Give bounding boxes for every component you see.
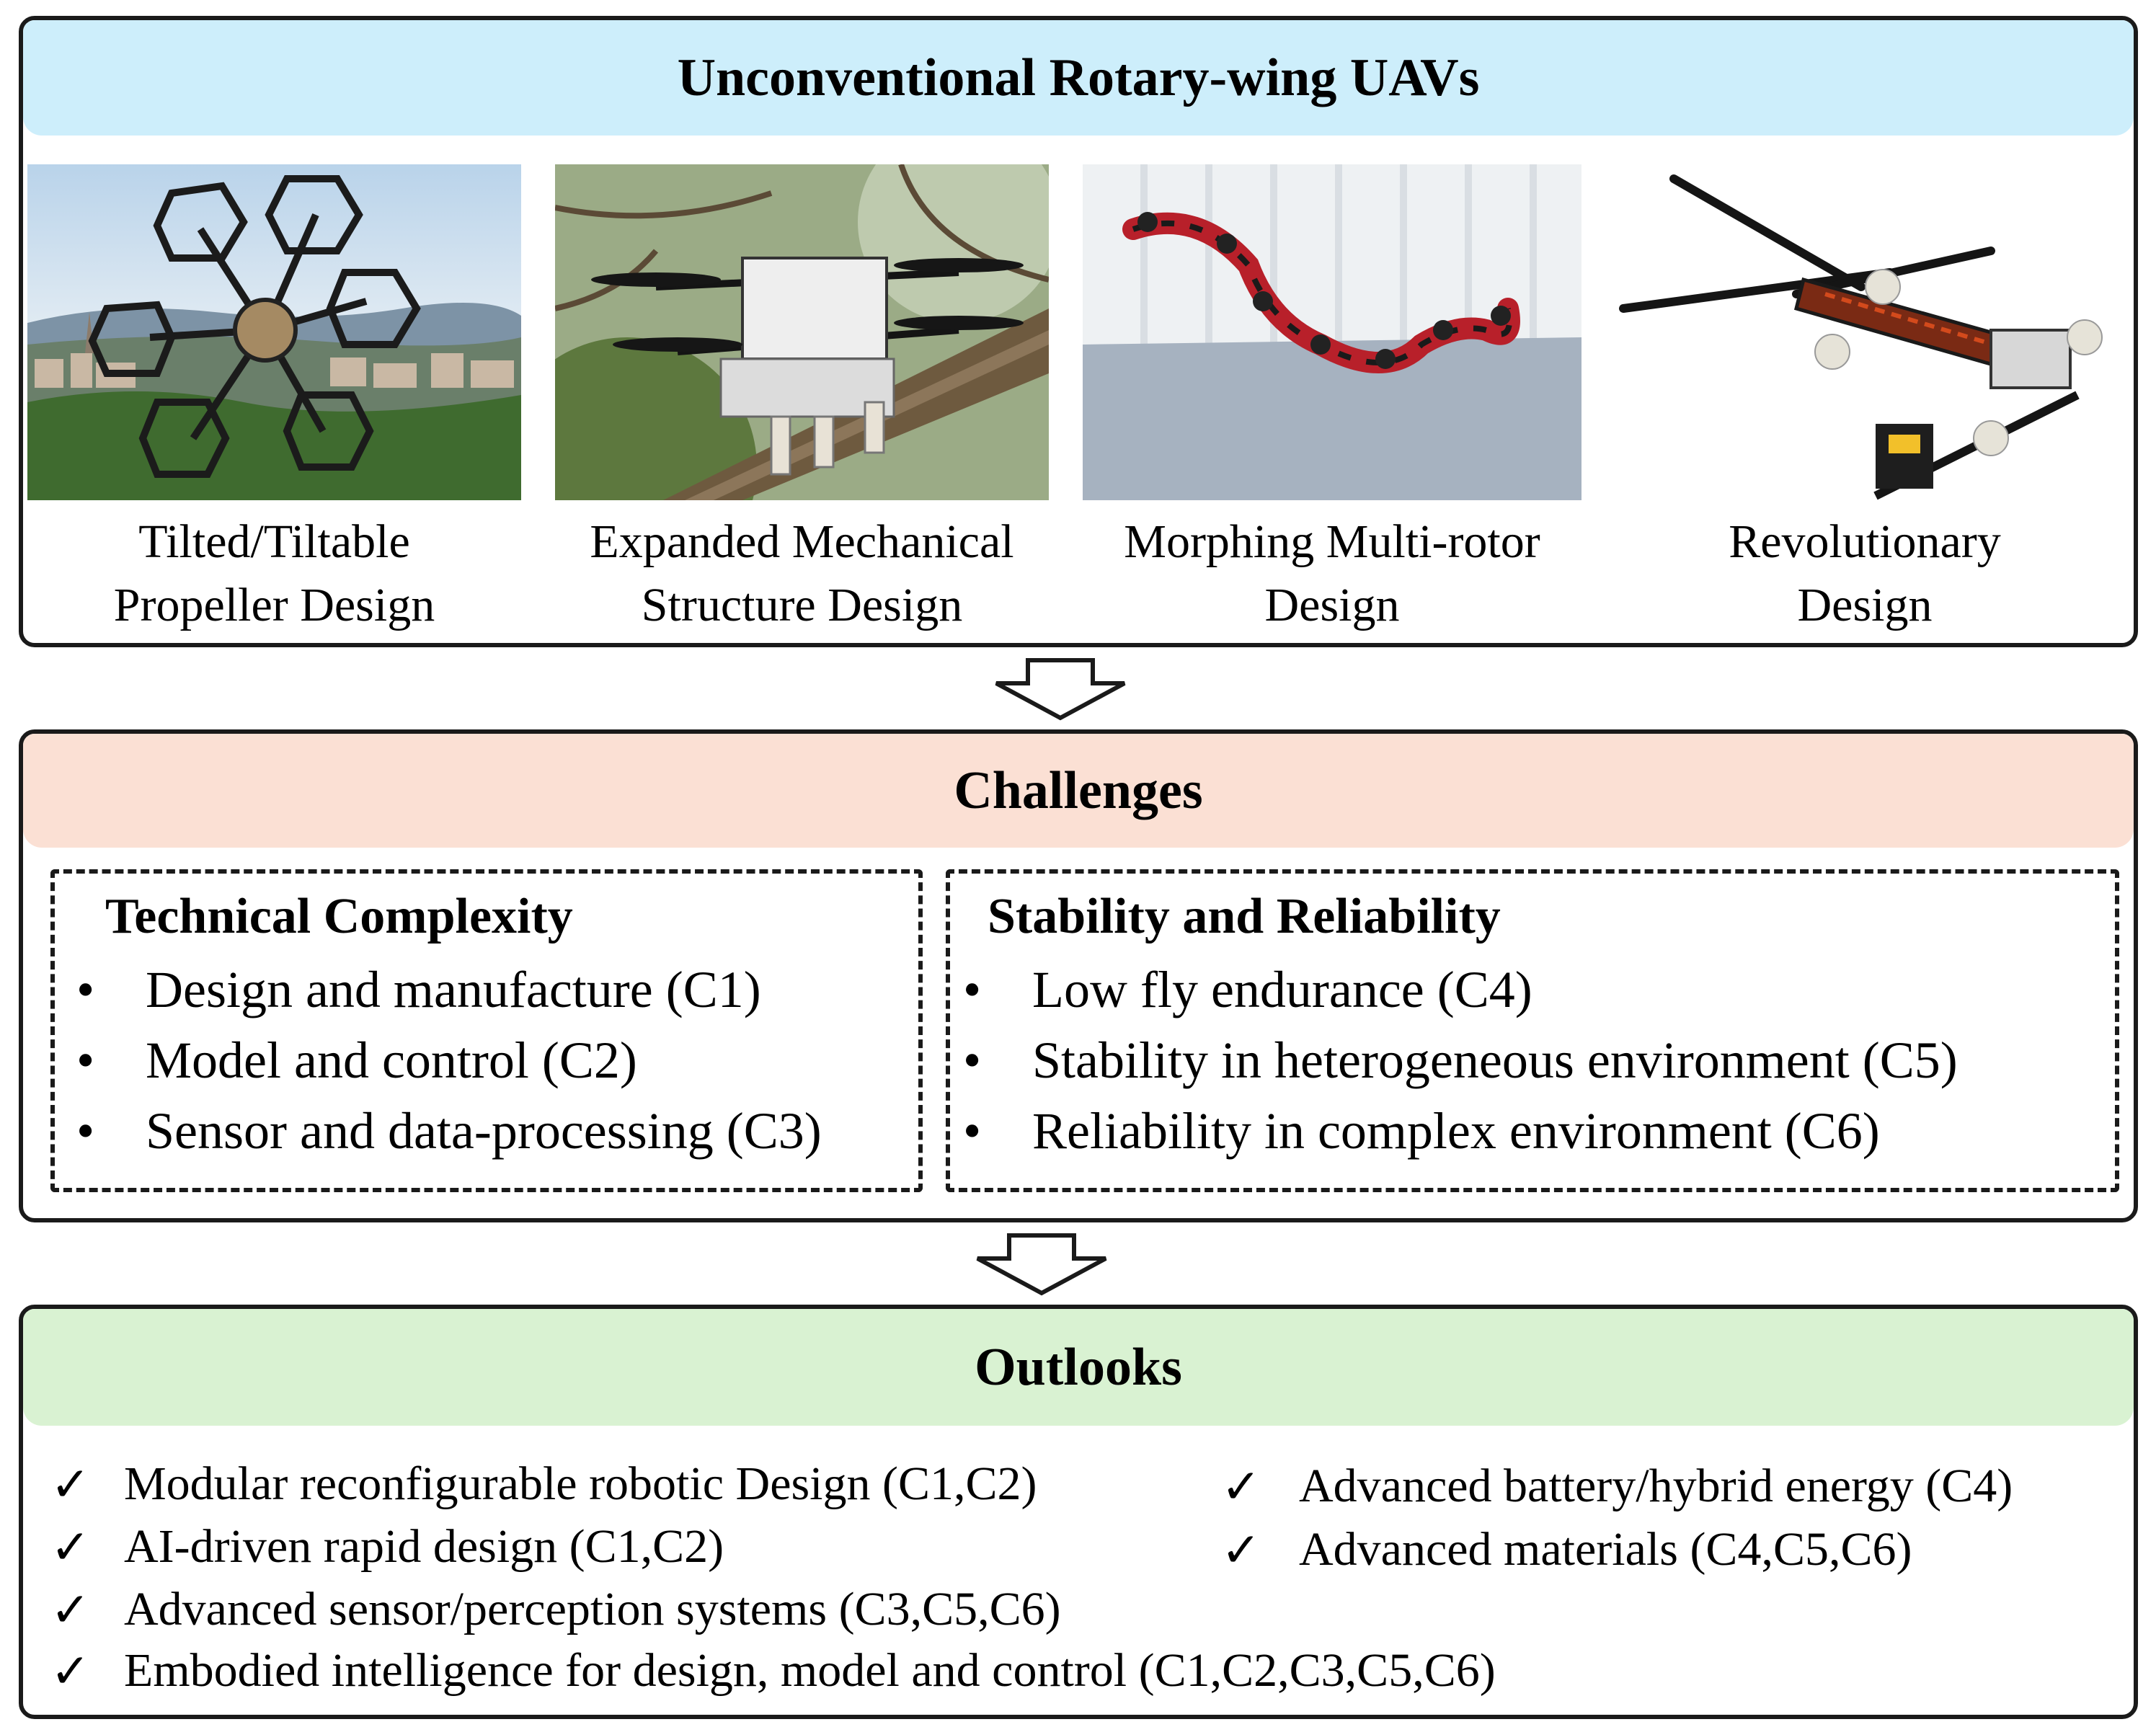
- list-item-text: Stability in heterogeneous environment (…: [1032, 1031, 1958, 1089]
- list-item-text: Embodied intelligence for design, model …: [124, 1644, 1496, 1697]
- list-item-text: Modular reconfigurable robotic Design (C…: [124, 1457, 1037, 1510]
- list-item-text: Advanced battery/hybrid energy (C4): [1299, 1460, 2013, 1512]
- list-item-text: Sensor and data-processing (C3): [146, 1102, 822, 1160]
- down-arrow-icon: [976, 1233, 1107, 1296]
- caption-line-2: Structure Design: [641, 579, 963, 631]
- uav-designs-title: Unconventional Rotary-wing UAVs: [23, 20, 2134, 136]
- revolutionary-design-photo: [1616, 164, 2113, 500]
- tilted-propeller-drone-photo: [27, 164, 521, 500]
- bullet-icon: •: [76, 1031, 95, 1089]
- bullet-icon: •: [76, 1102, 95, 1160]
- checkmark-icon: ✓: [50, 1584, 91, 1637]
- outlooks-panel: Outlooks ✓ Modular reconfigurable roboti…: [19, 1305, 2138, 1719]
- technical-complexity-box: Technical Complexity • Design and manufa…: [50, 869, 923, 1192]
- caption-tilted-propeller: Tilted/Tiltable Propeller Design: [27, 510, 521, 637]
- checkmark-icon: ✓: [50, 1646, 91, 1698]
- outlooks-title: Outlooks: [23, 1309, 2134, 1426]
- uav-designs-panel: Unconventional Rotary-wing UAVs: [19, 16, 2138, 647]
- caption-line-1: Revolutionary: [1729, 515, 2001, 568]
- caption-line-2: Design: [1264, 579, 1400, 631]
- bullet-icon: •: [76, 961, 95, 1018]
- bullet-icon: •: [963, 1102, 982, 1160]
- challenges-title: Challenges: [23, 734, 2134, 848]
- stability-reliability-box: Stability and Reliability • Low fly endu…: [946, 869, 2119, 1192]
- list-item-text: AI-driven rapid design (C1,C2): [124, 1520, 724, 1573]
- checkmark-icon: ✓: [50, 1522, 91, 1574]
- caption-line-1: Morphing Multi-rotor: [1124, 515, 1540, 568]
- list-item-text: Low fly endurance (C4): [1032, 961, 1532, 1018]
- checkmark-icon: ✓: [50, 1459, 91, 1511]
- technical-complexity-title: Technical Complexity: [105, 889, 573, 944]
- list-item-text: Design and manufacture (C1): [146, 961, 761, 1018]
- caption-line-2: Propeller Design: [113, 579, 435, 631]
- checkmark-icon: ✓: [1221, 1524, 1261, 1577]
- morphing-multirotor-photo: [1083, 164, 1581, 500]
- perching-drone-photo: [555, 164, 1049, 500]
- list-item-text: Advanced materials (C4,C5,C6): [1299, 1523, 1912, 1576]
- caption-expanded-mechanical: Expanded Mechanical Structure Design: [555, 510, 1049, 637]
- challenges-panel: Challenges Technical Complexity • Design…: [19, 729, 2138, 1222]
- stability-reliability-title: Stability and Reliability: [988, 889, 1501, 944]
- caption-revolutionary: Revolutionary Design: [1616, 510, 2113, 637]
- list-item-text: Reliability in complex environment (C6): [1032, 1102, 1880, 1160]
- list-item-text: Model and control (C2): [146, 1031, 637, 1089]
- caption-line-1: Tilted/Tiltable: [138, 515, 410, 568]
- bullet-icon: •: [963, 1031, 982, 1089]
- checkmark-icon: ✓: [1221, 1461, 1261, 1514]
- caption-morphing-multirotor: Morphing Multi-rotor Design: [1083, 510, 1581, 637]
- caption-line-2: Design: [1797, 579, 1933, 631]
- list-item-text: Advanced sensor/perception systems (C3,C…: [124, 1583, 1061, 1635]
- caption-line-1: Expanded Mechanical: [590, 515, 1014, 568]
- down-arrow-icon: [995, 658, 1126, 721]
- bullet-icon: •: [963, 961, 982, 1018]
